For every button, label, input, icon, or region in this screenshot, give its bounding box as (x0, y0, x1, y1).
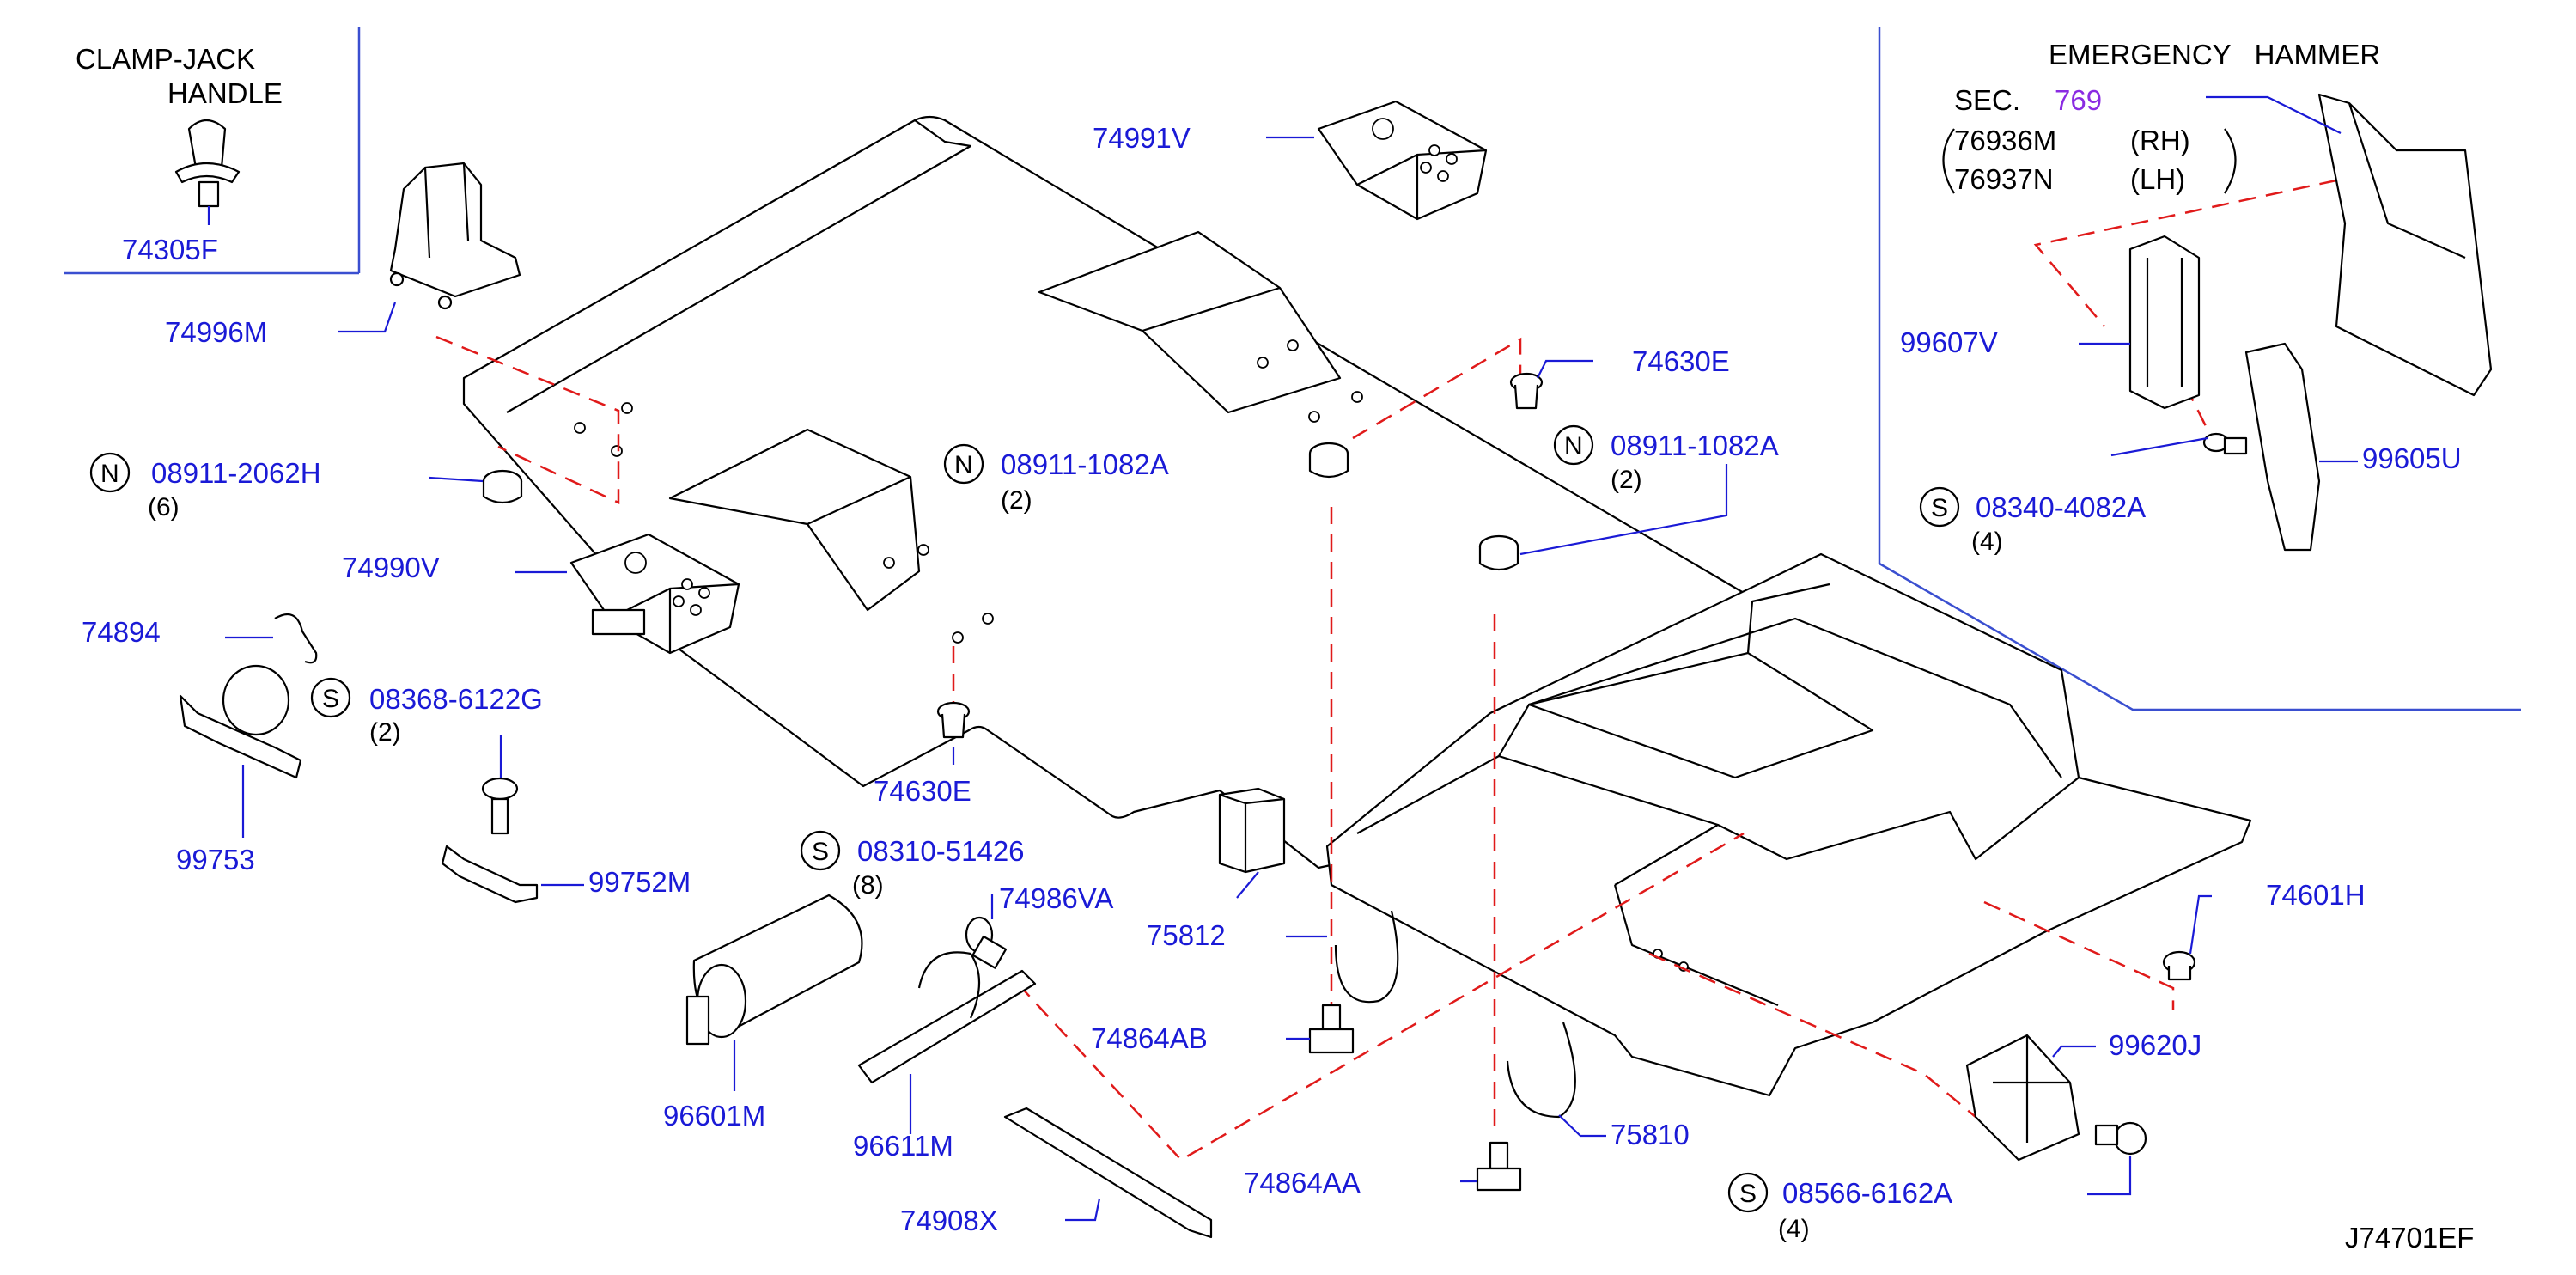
part-99605u[interactable]: 99605U (2362, 442, 2462, 474)
sec-part-lh-number: 76937N (1954, 163, 2054, 195)
sec-bracket-right (2224, 128, 2237, 194)
nut-08911-2062h (482, 469, 523, 504)
part-99620j[interactable]: 99620J (2109, 1029, 2201, 1061)
fastener-qty: (2) (369, 718, 401, 747)
clip-74630e-mid (936, 701, 971, 739)
part-74991v[interactable]: 74991V (1093, 122, 1191, 154)
part-74864aa[interactable]: 74864AA (1244, 1167, 1361, 1199)
fastener-prefix: S (1739, 1180, 1757, 1208)
bolt-08566-6162a (2094, 1121, 2147, 1156)
part-74996m[interactable]: 74996M (165, 316, 267, 348)
fastener-qty: (4) (1971, 528, 2003, 556)
fastener-number: 08911-1082A (1611, 430, 1779, 461)
emergency-hammer-frame (1878, 27, 2521, 711)
clip-74601h (2162, 950, 2196, 981)
fastener-number: 08340-4082A (1976, 491, 2146, 523)
fastener-08310-51426[interactable]: S 08310-51426 (8) (800, 830, 1025, 900)
sec-part-lh-side: (LH) (2130, 163, 2185, 195)
hammer-title: EMERGENCY HAMMER (2049, 39, 2380, 70)
screw-08368-6122g (481, 777, 519, 835)
fastener-08911-1082a-left[interactable]: N 08911-1082A (2) (943, 443, 1169, 515)
part-96601m[interactable]: 96601M (663, 1100, 765, 1132)
part-74305f[interactable]: 74305F (122, 234, 218, 265)
sec-label: SEC. (1954, 84, 2020, 116)
screw-08340-4082a (2202, 432, 2248, 455)
fastener-74864ab (1308, 1004, 1355, 1054)
nut-08911-1082a-a (1308, 442, 1349, 479)
part-74630e-top[interactable]: 74630E (1632, 345, 1730, 377)
assembly-lines (435, 179, 2337, 1162)
part-74630e-mid[interactable]: 74630E (874, 775, 971, 807)
bracket-99752m (441, 845, 539, 904)
part-99753[interactable]: 99753 (176, 844, 255, 875)
part-74601h[interactable]: 74601H (2266, 879, 2366, 911)
part-74894[interactable]: 74894 (82, 616, 161, 648)
sec-part-rh-side: (RH) (2130, 125, 2190, 156)
fastener-number: 08310-51426 (857, 835, 1025, 867)
floor-tray (1325, 552, 2252, 1097)
fastener-08340-4082a[interactable]: S 08340-4082A (4) (1919, 486, 2146, 556)
hammer-holder-99607v (2128, 235, 2201, 410)
bracket-99620j (1965, 1034, 2080, 1162)
fastener-qty: (8) (852, 871, 884, 900)
clamp-title-line2: HANDLE (167, 77, 283, 109)
sec-part-rh-number: 76936M (1954, 125, 2056, 156)
clamp-jack-handle-clip (174, 119, 241, 208)
part-99607v[interactable]: 99607V (1900, 326, 1998, 358)
sec-number[interactable]: 769 (2055, 84, 2102, 116)
fastener-qty: (4) (1778, 1215, 1810, 1243)
bolt-74986va (965, 916, 1008, 969)
sec-769-panel (2317, 93, 2493, 397)
clip-74894 (274, 613, 318, 664)
sec-bracket-left (1942, 128, 1955, 194)
hook-99753 (179, 664, 302, 779)
fastener-08911-2062h[interactable]: N 08911-2062H (6) (89, 452, 321, 522)
clamp-jack-frame (64, 27, 361, 275)
hammer-99605u (2244, 342, 2321, 552)
fastener-qty: (2) (1611, 466, 1642, 494)
fastener-prefix: S (322, 685, 339, 713)
part-99752m[interactable]: 99752M (588, 866, 691, 898)
bracket-74996m (389, 162, 521, 310)
fastener-prefix: N (954, 451, 973, 479)
fastener-08368-6122g[interactable]: S 08368-6122G (2) (310, 677, 543, 747)
part-96611m[interactable]: 96611M (853, 1130, 953, 1162)
box-74991v (1317, 100, 1488, 221)
fastener-prefix: N (100, 460, 119, 488)
extinguisher-96601m (685, 894, 863, 1046)
fastener-number: 08368-6122G (369, 683, 543, 715)
fastener-qty: (6) (148, 493, 180, 522)
fastener-08566-6162a[interactable]: S 08566-6162A (4) (1727, 1172, 1952, 1243)
bracket-96611m (857, 951, 1037, 1084)
fastener-prefix: N (1564, 432, 1583, 461)
diagram-code: J74701EF (2345, 1222, 2474, 1254)
strap-upper (1334, 910, 1399, 1004)
block-75812 (1218, 787, 1286, 874)
fastener-08911-1082a-right[interactable]: N 08911-1082A (2) (1553, 424, 1779, 494)
part-74986va[interactable]: 74986VA (999, 882, 1113, 914)
fastener-prefix: S (1931, 494, 1948, 522)
box-74990v (569, 533, 740, 655)
part-75810[interactable]: 75810 (1611, 1119, 1690, 1150)
strip-74908x (1003, 1107, 1213, 1239)
clip-74630e-top (1509, 372, 1544, 410)
fastener-number: 08566-6162A (1782, 1177, 1952, 1209)
luggage-floor-board (462, 115, 1745, 869)
part-74864ab[interactable]: 74864AB (1091, 1022, 1208, 1054)
clamp-title-line1: CLAMP-JACK (76, 43, 255, 75)
fastener-74864aa (1476, 1141, 1522, 1192)
fastener-number: 08911-1082A (1001, 448, 1169, 480)
part-75812[interactable]: 75812 (1147, 919, 1226, 951)
strap-lower (1506, 1022, 1576, 1119)
fastener-qty: (2) (1001, 486, 1032, 515)
nut-08911-1082a-b (1478, 534, 1519, 571)
leader-lines (207, 95, 2358, 1222)
part-74908x[interactable]: 74908X (900, 1205, 998, 1236)
fastener-number: 08911-2062H (151, 457, 321, 489)
fastener-prefix: S (812, 838, 829, 866)
part-74990v[interactable]: 74990V (342, 552, 440, 583)
